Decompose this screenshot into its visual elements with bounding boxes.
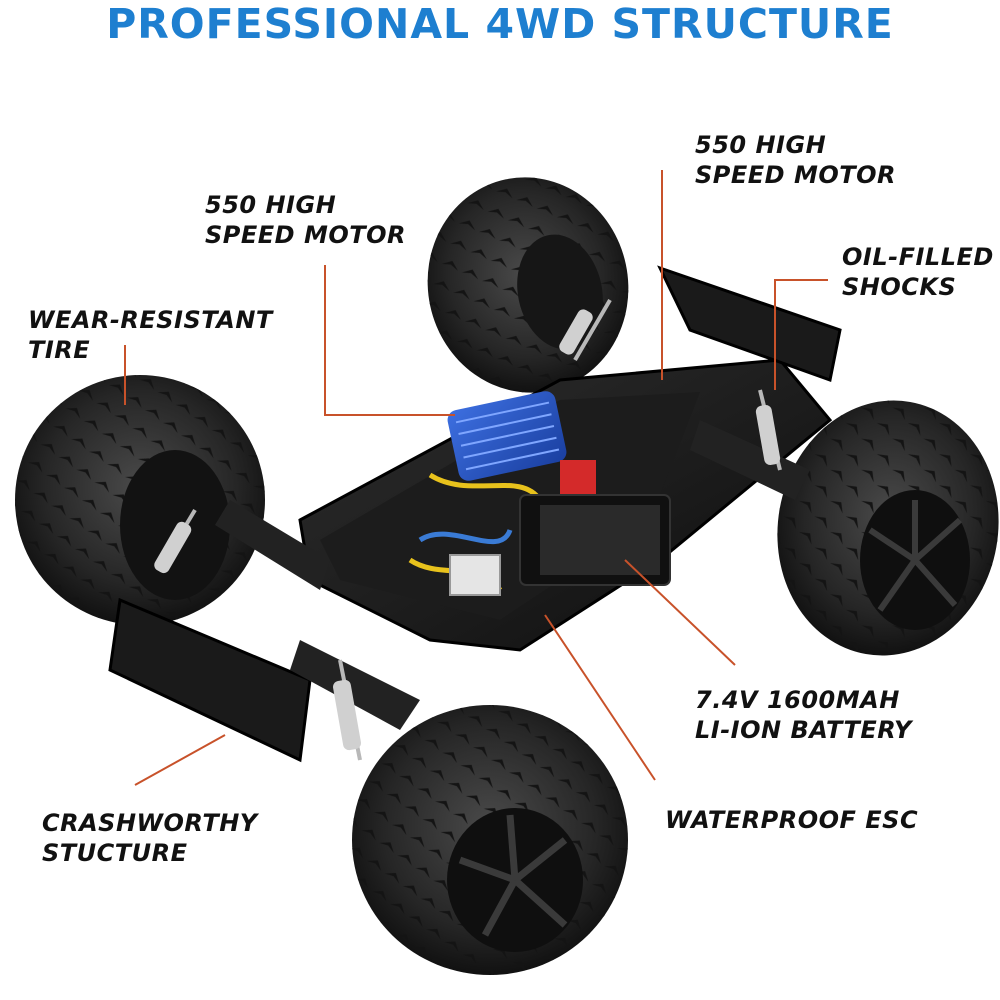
leader-esc [544, 614, 656, 781]
motor [447, 391, 567, 481]
leader-structure [134, 734, 226, 786]
esc-heatsink [449, 554, 501, 596]
leader-motor-left [324, 265, 455, 416]
tire-front-left [15, 375, 265, 625]
page-title: PROFESSIONAL 4WD STRUCTURE [106, 0, 894, 48]
label-tire: WEAR-RESISTANT TIRE [28, 306, 273, 364]
leader-battery [624, 559, 736, 666]
tire-rear-right [777, 400, 999, 656]
label-esc: WATERPROOF ESC [665, 806, 919, 834]
label-battery: 7.4V 1600MAH LI-ION BATTERY [695, 686, 912, 744]
leader-lines [124, 170, 828, 786]
tire-rear-left [427, 177, 629, 393]
label-motor-left: 550 HIGH SPEED MOTOR [205, 191, 406, 249]
battery-connector [560, 460, 596, 500]
leader-shocks [774, 279, 828, 390]
label-motor-right: 550 HIGH SPEED MOTOR [695, 131, 896, 189]
tire-front-right [352, 705, 628, 975]
label-structure: CRASHWORTHY STUCTURE [42, 809, 258, 867]
label-shocks: OIL-FILLED SHOCKS [842, 243, 994, 301]
battery-strap [540, 505, 660, 575]
